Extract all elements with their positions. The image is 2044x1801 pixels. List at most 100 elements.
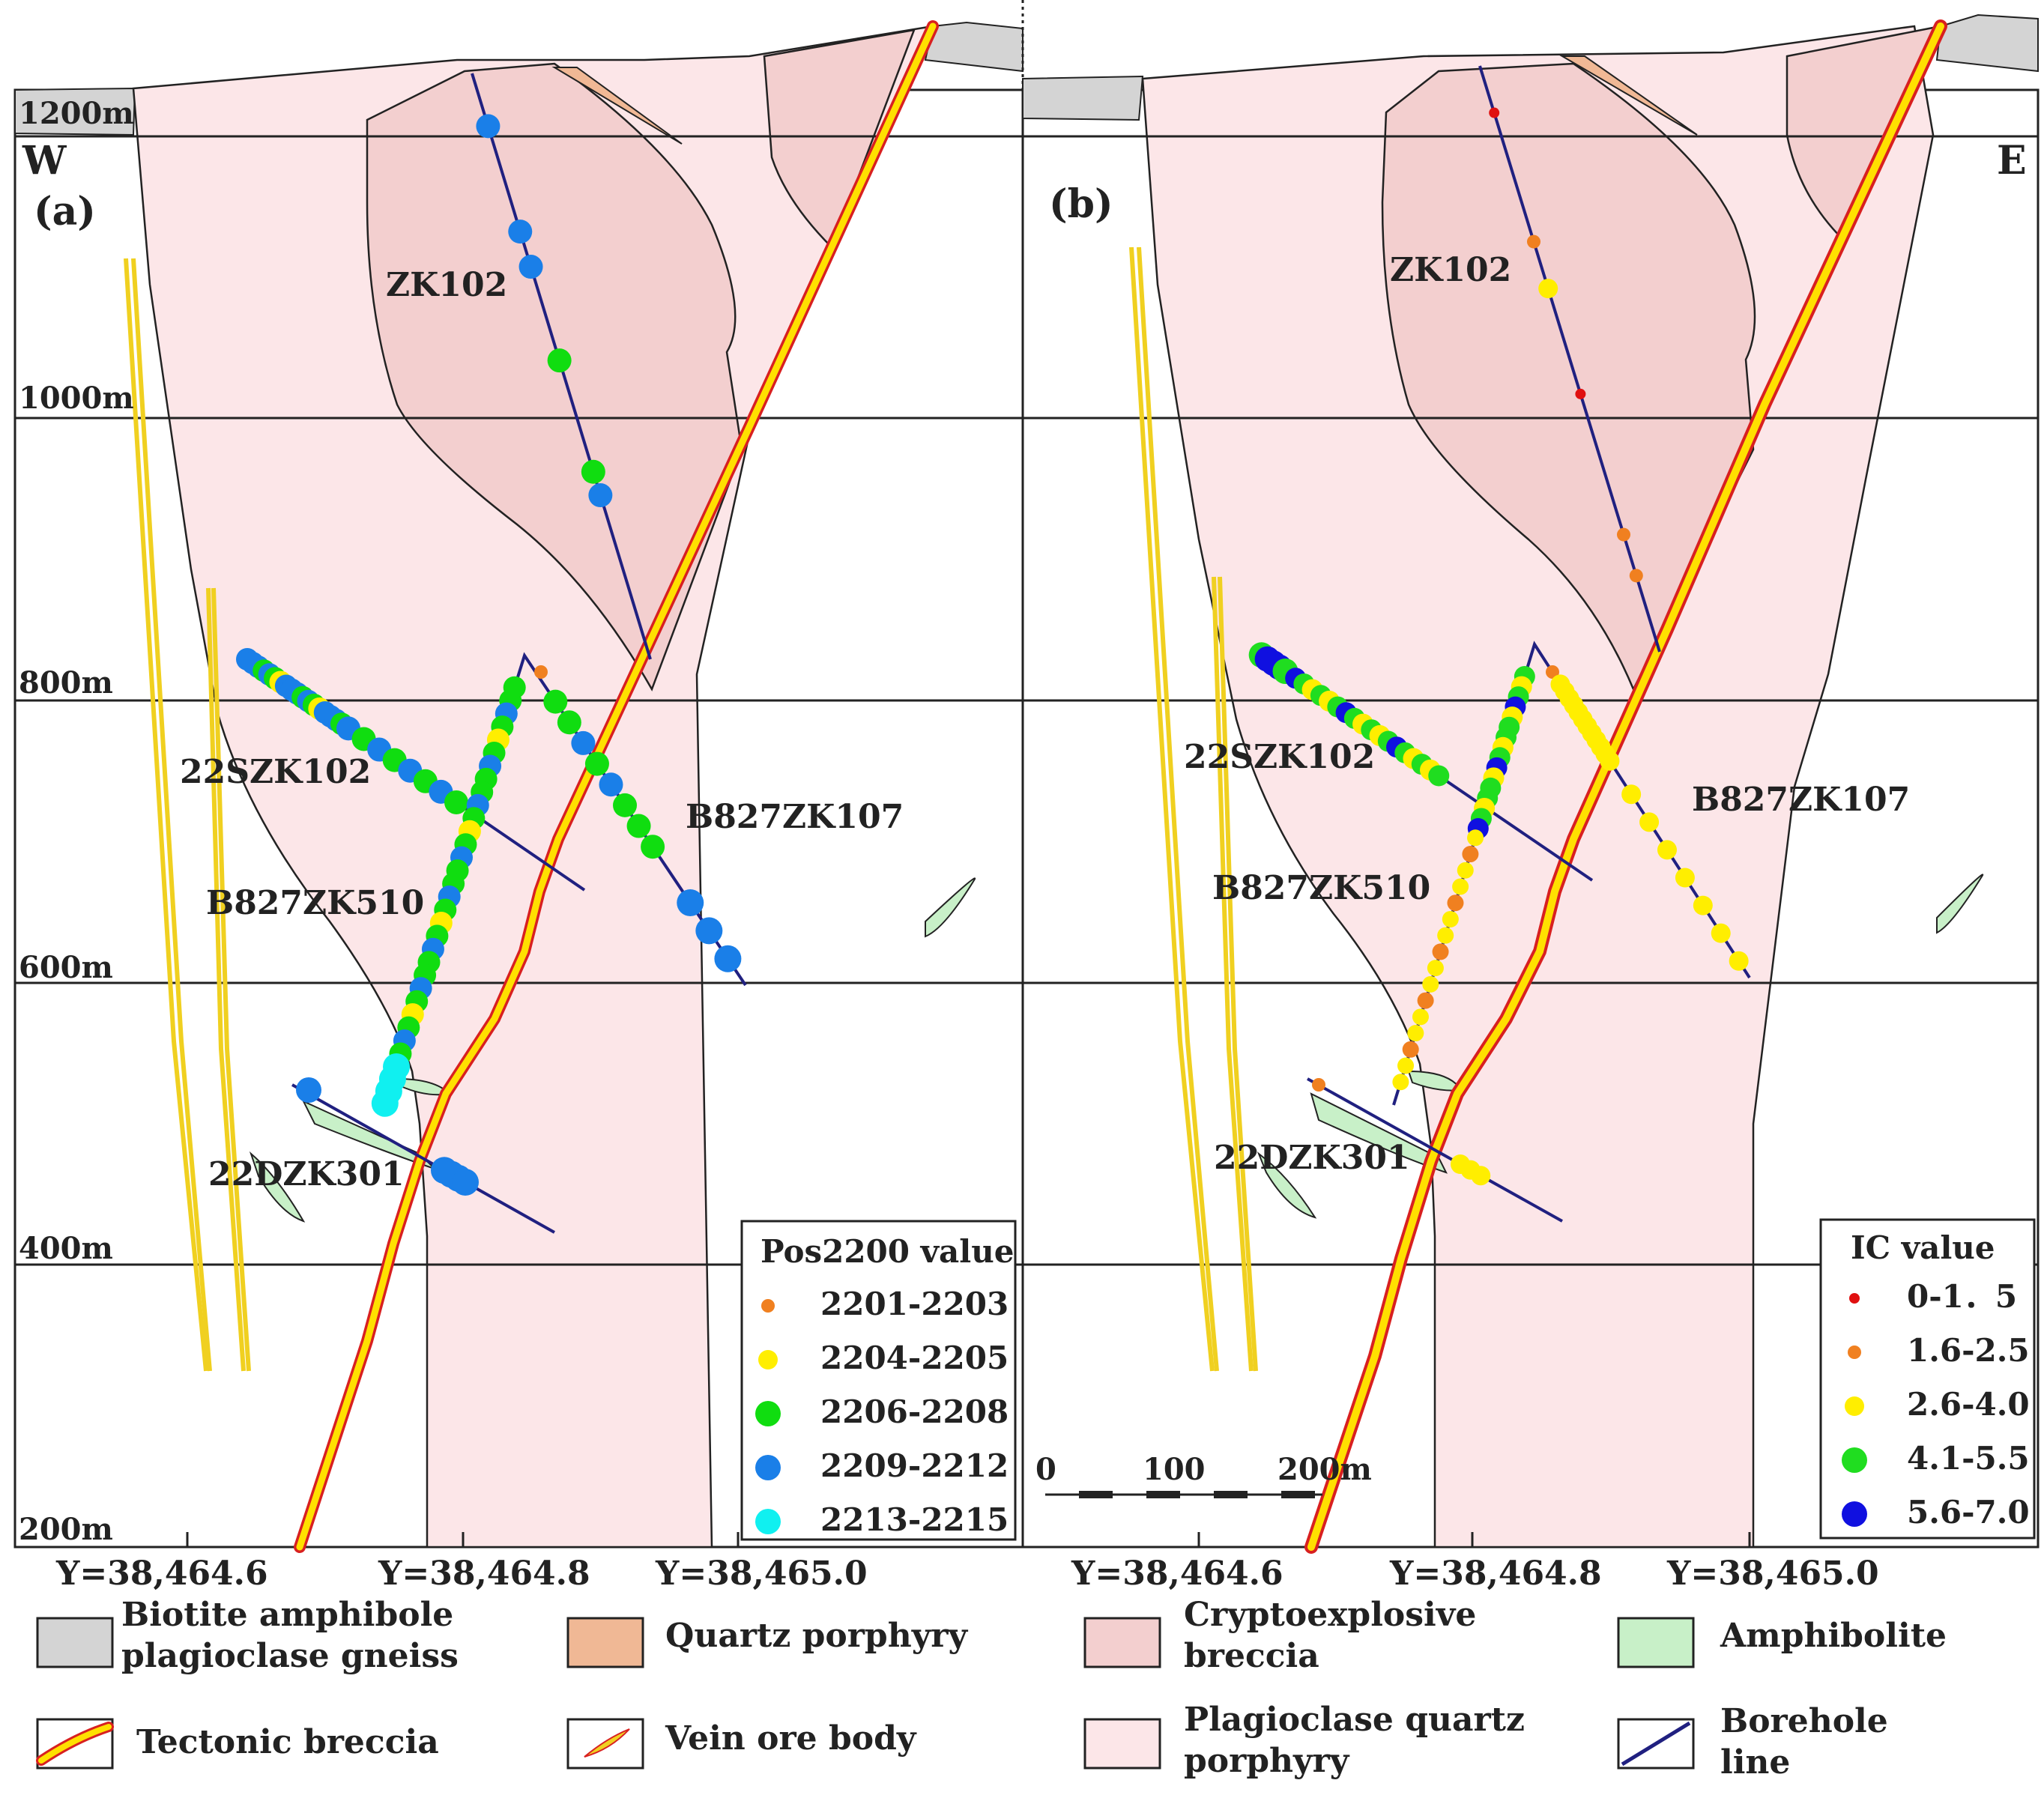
legend-label-vein: Vein ore body [665,1719,917,1758]
borehole-label-b827zk107-b: B827ZK107 [1692,781,1910,819]
legend-swatch-amphibolite [1617,1617,1695,1668]
ic-point [1711,923,1731,943]
ic-point [1657,840,1677,860]
pos2200-point [599,772,623,797]
scale-tick-100: 100 [1143,1452,1206,1487]
ic-point [1457,862,1474,879]
ic-legend: IC value 0-1．51.6-2.52.6-4.04.1-5.55.6-7… [1819,1218,2036,1540]
ic-legend-box [1819,1218,2036,1540]
pos2200-point [508,220,533,244]
pos2200-point [584,751,609,776]
elevation-labels-a: 1200m 1000m 800m 600m 400m 200m [19,96,134,1547]
pos2200-point [534,665,548,679]
panel-b-label: (b) [1049,181,1113,227]
vein-ore-symbol [584,1728,630,1758]
pos2200-point [714,945,742,972]
pos2200-legend-title: Pos2200 value [761,1233,1014,1270]
borehole-label-22szk102-a: 22SZK102 [180,753,371,791]
ic-point [1402,1041,1419,1058]
pos2200-point [518,255,543,279]
ic-point [1437,927,1454,944]
pos2200-legend-marker-3 [755,1401,781,1426]
ic-point [1621,784,1642,805]
pos2200-legend-label-4: 2209-2212 [820,1447,1009,1484]
elev-800-label: 800m [19,665,113,700]
pos2200-point [547,348,572,373]
ic-point [1471,1166,1491,1186]
pos2200-legend-label-2: 2204-2205 [820,1340,1009,1376]
ic-point [1417,992,1434,1009]
west-label: W [22,138,67,184]
ic-point [1312,1078,1325,1092]
pos2200-legend-label-5: 2213-2215 [820,1501,1009,1538]
legend-label-tectonic-breccia: Tectonic breccia [136,1723,439,1761]
elev-1200-label: 1200m [19,96,134,131]
legend-label-amphibolite: Amphibolite [1720,1617,1947,1655]
pos2200-point [452,1169,479,1196]
borehole-label-b827zk510-b: B827ZK510 [1212,869,1430,907]
ic-point [1407,1025,1424,1042]
east-label: E [1997,138,2027,184]
pos2200-point [588,483,613,508]
coord-label-a-2: Y=38,464.8 [378,1555,590,1593]
pos2200-point [476,114,501,139]
legend-label-gneiss-1: Biotite amphibole [121,1596,453,1634]
coord-labels-a: Y=38,464.6 Y=38,464.8 Y=38,465.0 [55,1555,868,1593]
ic-legend-marker-4 [1842,1447,1867,1473]
borehole-symbol [1621,1721,1691,1767]
ic-point [1442,910,1459,927]
pos2200-point [626,814,651,838]
legend-swatch-plag-porphyry [1083,1718,1161,1770]
ic-point [1675,868,1695,888]
rock-legend: Biotite amphibole plagioclase gneiss Qua… [36,1596,1947,1782]
ic-point [1422,975,1439,993]
ic-point [1452,878,1469,895]
ic-point [1546,665,1559,679]
ic-point [1575,388,1586,399]
borehole-label-22dzk301-b: 22DZK301 [1214,1139,1410,1177]
pos2200-point [695,917,723,945]
gneiss-body-a [14,87,136,136]
ic-point [1729,951,1749,971]
ic-point [1412,1008,1429,1026]
pos2200-point [444,790,468,814]
ic-legend-label-1: 0-1．5 [1907,1278,2017,1315]
scale-tick-200m: 200m [1278,1452,1372,1487]
ic-points-b [1248,107,1749,1186]
gneiss-surface-b [1935,13,2039,73]
ic-point [1432,943,1449,960]
pos2200-point [543,689,568,714]
tectonic-breccia-core-a [296,22,937,1551]
elev-600-label: 600m [19,950,113,985]
borehole-labels-b: ZK102 22SZK102 B827ZK510 B827ZK107 22DZK… [1184,251,1910,1177]
borehole-label-22szk102-b: 22SZK102 [1184,738,1375,776]
legend-label-borehole-2: line [1720,1743,1790,1782]
crypto-breccia-b [1381,62,1756,692]
ic-legend-marker-5 [1842,1501,1867,1527]
gneiss-body-b [1022,75,1144,121]
borehole-label-zk102-a: ZK102 [386,266,507,304]
pos2200-legend-marker-5 [755,1509,781,1534]
ic-legend-marker-1 [1849,1293,1860,1304]
coord-label-b-2: Y=38,464.8 [1389,1555,1602,1593]
ic-legend-label-5: 5.6-7.0 [1907,1494,2030,1531]
legend-swatch-quartz-porphyry [566,1617,644,1668]
legend-label-quartz-porphyry: Quartz porphyry [665,1617,968,1655]
ic-point [1392,1074,1409,1091]
legend-label-borehole-1: Borehole [1720,1702,1888,1740]
pos2200-points-a [236,114,742,1196]
pos2200-legend-marker-1 [761,1299,775,1313]
pos2200-point [641,835,665,859]
ic-point [1617,527,1630,542]
ic-point [1427,960,1444,977]
elev-400-label: 400m [19,1231,113,1266]
ic-point [1467,829,1484,847]
ic-legend-label-2: 1.6-2.5 [1907,1332,2030,1369]
amphibolite-bodies-b [1257,874,1984,1219]
coord-label-b-1: Y=38,464.6 [1071,1555,1283,1593]
borehole-label-b827zk107-a: B827ZK107 [686,798,904,836]
ic-legend-label-4: 4.1-5.5 [1907,1440,2030,1477]
pos2200-point [557,710,581,735]
legend-swatch-crypto-breccia [1083,1617,1161,1668]
